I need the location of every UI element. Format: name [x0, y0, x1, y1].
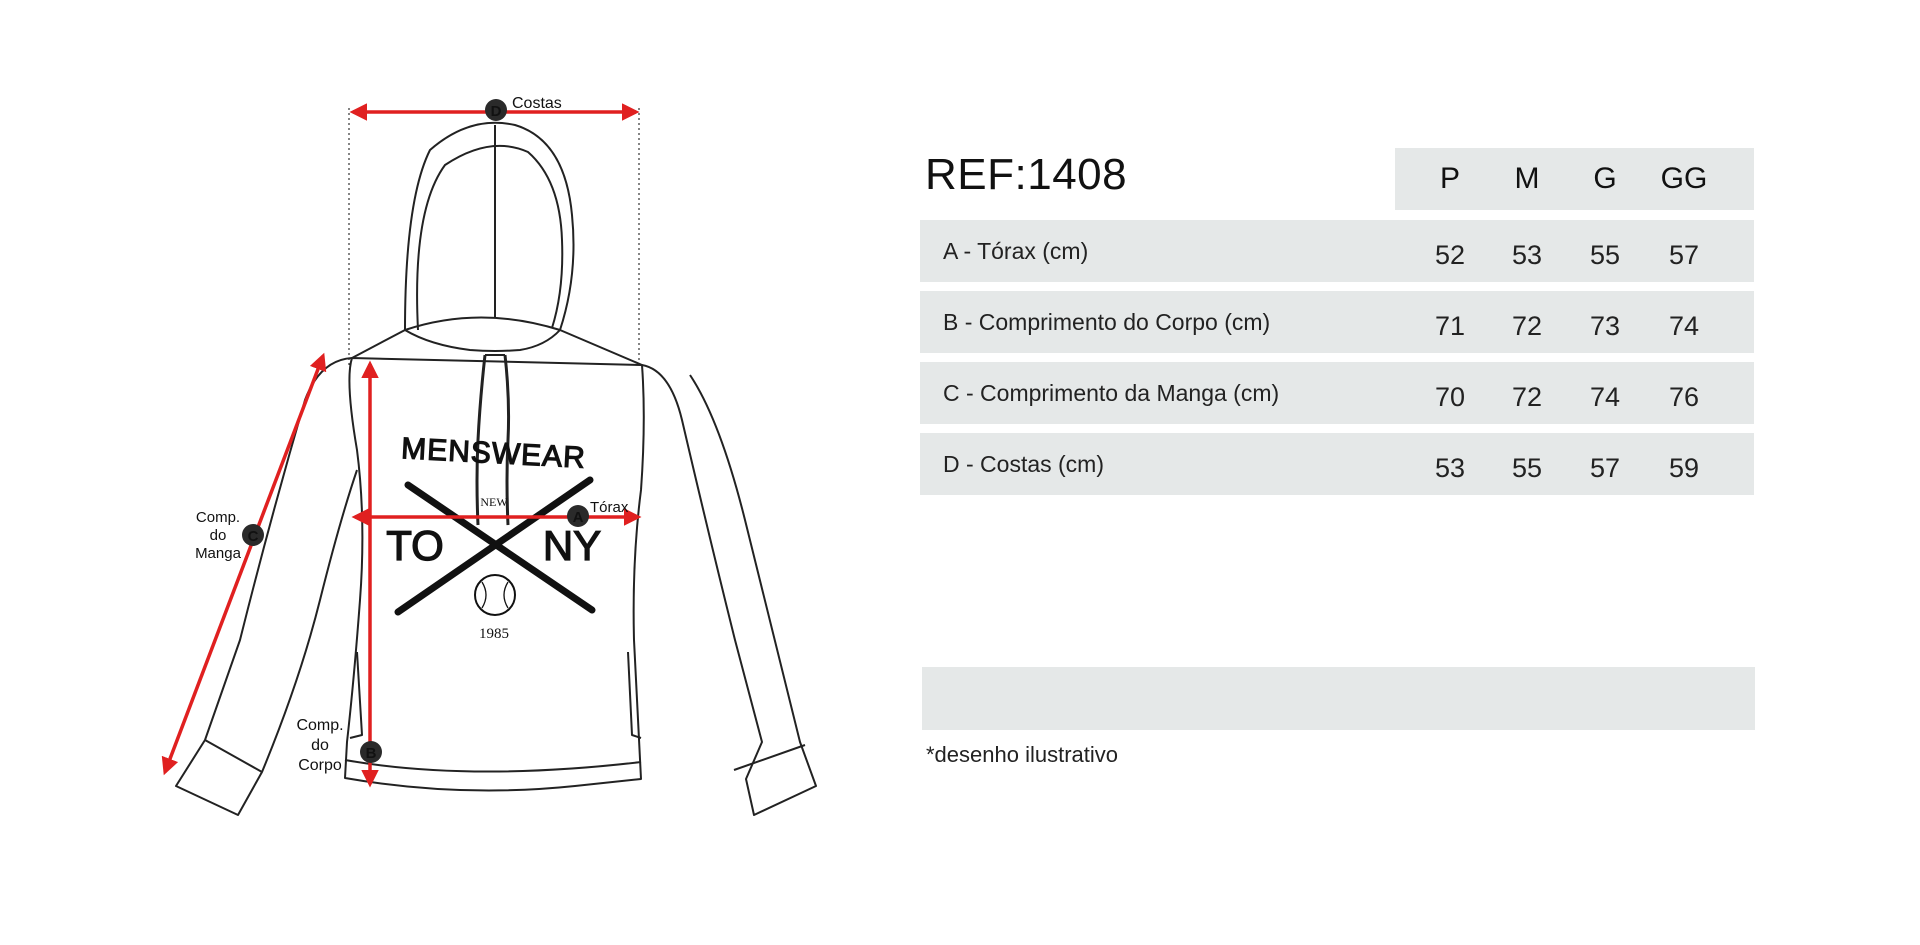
right-sleeve: [641, 364, 817, 816]
left-sleeve: [175, 357, 358, 816]
table-row-torax: A - Tórax (cm) 52 53 55 57: [920, 220, 1754, 282]
value-gg: 57: [1668, 239, 1700, 270]
svg-text:do: do: [210, 527, 227, 544]
table-row-costas: D - Costas (cm) 53 55 57 59: [920, 433, 1754, 495]
hoodie-diagram: MENSWEAR NEW TO NY 1985 D A B C Costas T…: [161, 95, 817, 816]
value-p: 53: [1434, 452, 1466, 483]
row-label: D - Costas (cm): [943, 450, 1104, 477]
measure-line-c: [161, 352, 327, 776]
guide-lines: [348, 108, 640, 368]
value-g: 73: [1589, 310, 1621, 341]
value-m: 72: [1511, 381, 1543, 412]
row-label: A - Tórax (cm): [943, 237, 1089, 264]
svg-text:D: D: [491, 103, 502, 120]
svg-text:do: do: [311, 737, 329, 754]
print-menswear: MENSWEAR: [400, 432, 586, 475]
label-comp-manga: Comp. do Manga: [195, 509, 242, 562]
svg-text:C: C: [248, 528, 259, 545]
label-torax: Tórax: [590, 499, 629, 516]
ref-title: REF:1408: [925, 150, 1128, 199]
marker-b: B: [360, 741, 382, 763]
size-header-m: M: [1514, 162, 1540, 195]
value-gg: 59: [1668, 452, 1700, 483]
value-g: 55: [1589, 239, 1621, 270]
label-costas: Costas: [512, 95, 562, 112]
print-new: NEW: [480, 495, 508, 509]
size-header-gg: GG: [1660, 162, 1708, 195]
baseball-icon: [474, 574, 516, 616]
marker-c: C: [242, 524, 264, 546]
value-p: 52: [1434, 239, 1466, 270]
svg-text:B: B: [366, 745, 377, 762]
marker-a: A: [567, 505, 589, 527]
value-m: 53: [1511, 239, 1543, 270]
chest-print: MENSWEAR NEW TO NY 1985: [386, 432, 602, 642]
value-g: 57: [1589, 452, 1621, 483]
marker-d: D: [485, 99, 507, 121]
svg-text:Comp.: Comp.: [196, 509, 240, 526]
svg-text:Corpo: Corpo: [298, 757, 342, 774]
value-gg: 74: [1668, 310, 1700, 341]
svg-text:Comp.: Comp.: [296, 717, 343, 734]
value-m: 72: [1511, 310, 1543, 341]
table-row-comprimento-corpo: B - Comprimento do Corpo (cm) 71 72 73 7…: [920, 291, 1754, 353]
row-label: C - Comprimento da Manga (cm): [943, 379, 1280, 406]
blank-row: [922, 667, 1755, 730]
print-to: TO: [386, 522, 444, 569]
svg-text:Manga: Manga: [195, 545, 242, 562]
hoodie-outline: [175, 121, 817, 816]
table-row-comprimento-manga: C - Comprimento da Manga (cm) 70 72 74 7…: [920, 362, 1754, 424]
size-header-p: P: [1439, 162, 1460, 195]
footnote: *desenho ilustrativo: [926, 742, 1119, 767]
print-ny: NY: [543, 522, 601, 569]
size-header-g: G: [1593, 162, 1617, 195]
size-header: P M G GG: [1395, 148, 1754, 210]
svg-text:A: A: [573, 509, 584, 526]
value-g: 74: [1589, 381, 1621, 412]
value-m: 55: [1511, 452, 1543, 483]
print-year: 1985: [479, 626, 509, 642]
row-label: B - Comprimento do Corpo (cm): [943, 308, 1271, 335]
value-p: 70: [1434, 381, 1466, 412]
label-comp-corpo: Comp. do Corpo: [296, 717, 343, 774]
value-gg: 76: [1668, 381, 1700, 412]
hood: [404, 121, 575, 331]
value-p: 71: [1434, 310, 1466, 341]
